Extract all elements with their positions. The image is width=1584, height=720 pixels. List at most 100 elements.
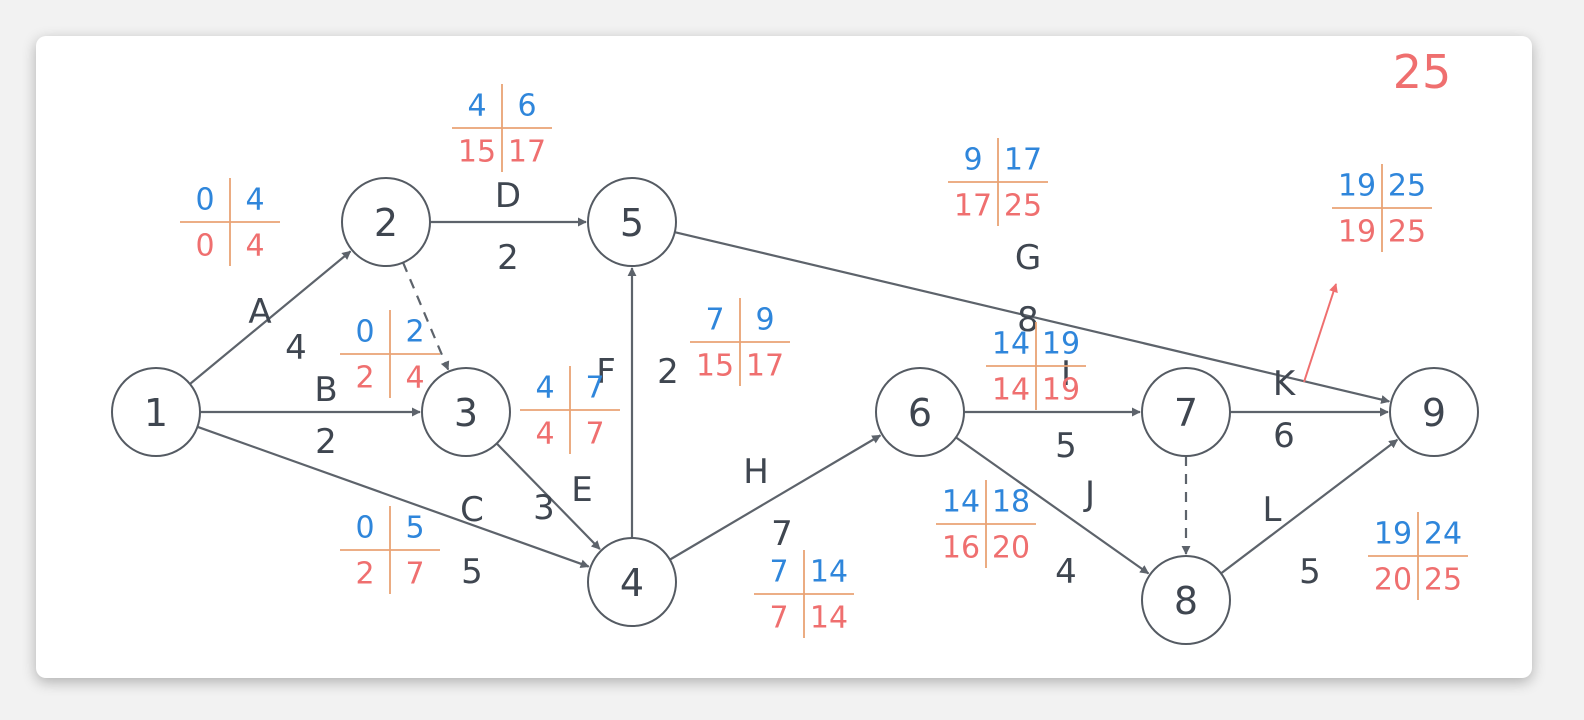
time-table-C-ef: 5 [405,511,424,546]
time-table-C-es: 0 [355,511,374,546]
time-table-L: 19 24 20 25 [1368,512,1468,600]
edge-duration-H: 7 [771,514,793,554]
edge-A [189,250,352,385]
time-table-L-ls: 20 [1374,563,1412,598]
time-table-H-es: 7 [769,555,788,590]
node-2: 2 [341,177,431,267]
node-circle-4 [587,537,677,627]
time-table-I-ls: 14 [992,373,1030,408]
edge-duration-C: 5 [461,552,483,592]
node-label-6: 6 [908,391,932,435]
time-table-K: 19 25 19 25 [1332,164,1432,252]
time-table-J-lf: 20 [992,531,1030,566]
time-table-C-lf: 7 [405,557,424,592]
time-table-I-lf: 19 [1042,373,1080,408]
time-table-L-es: 19 [1374,517,1412,552]
time-table-A-ef: 4 [245,183,264,218]
edge-name-E: E [571,470,592,510]
dummy-edge-2-3 [402,262,450,371]
edge-H [669,434,882,561]
edge-duration-K: 6 [1273,416,1295,456]
time-table-B-ef: 2 [405,315,424,350]
time-table-J-es: 14 [942,485,980,520]
node-circle-6 [875,367,965,457]
edge-name-H: H [743,452,769,492]
edge-name-F: F [596,352,616,392]
edge-duration-J: 4 [1055,552,1077,592]
time-table-J-ls: 16 [942,531,980,566]
edge-name-D: D [495,176,521,216]
total-duration: 25 [1393,45,1452,99]
time-table-I-ef: 19 [1042,327,1080,362]
node-circle-7 [1141,367,1231,457]
edge-duration-A: 4 [285,328,307,368]
edge-duration-E: 3 [533,488,555,528]
time-table-D-ls: 15 [458,135,496,170]
time-table-F-ls: 15 [696,349,734,384]
node-label-2: 2 [374,201,398,245]
time-table-C-ls: 2 [355,557,374,592]
node-label-7: 7 [1174,391,1198,435]
time-table-E-ls: 4 [535,417,554,452]
edge-duration-G: 8 [1017,300,1039,340]
edge-name-B: B [314,370,337,410]
node-label-5: 5 [620,201,644,245]
time-table-K-ef: 25 [1388,169,1426,204]
time-table-G-lf: 25 [1004,189,1042,224]
node-5: 5 [587,177,677,267]
edge-duration-L: 5 [1299,552,1321,592]
time-table-B-es: 0 [355,315,374,350]
node-3: 3 [421,367,511,457]
time-table-E-es: 4 [535,371,554,406]
node-circle-3 [421,367,511,457]
time-table-L-lf: 25 [1424,563,1462,598]
node-circle-5 [587,177,677,267]
node-4: 4 [587,537,677,627]
node-label-4: 4 [620,561,644,605]
time-table-F-ef: 9 [755,303,774,338]
time-table-L-ef: 24 [1424,517,1462,552]
node-1: 1 [111,367,201,457]
edge-name-A: A [248,292,271,332]
edge-name-C: C [460,490,484,530]
time-table-K-es: 19 [1338,169,1376,204]
node-9: 9 [1389,367,1479,457]
node-circle-8 [1141,555,1231,645]
time-table-K-lf: 25 [1388,215,1426,250]
edge-duration-I: 5 [1055,426,1077,466]
edge-duration-F: 2 [657,352,679,392]
node-label-9: 9 [1422,391,1446,435]
edge-J [955,436,1150,575]
time-table-F-lf: 17 [746,349,784,384]
node-label-8: 8 [1174,579,1198,623]
time-table-K-ls: 19 [1338,215,1376,250]
edge-duration-B: 2 [315,422,337,462]
edge-duration-D: 2 [497,238,519,278]
edge-C [197,425,590,569]
time-table-D-ef: 6 [517,89,536,124]
time-table-G-es: 9 [963,143,982,178]
edge-G [674,231,1391,404]
node-label-1: 1 [144,391,168,435]
time-table-G-ef: 17 [1004,143,1042,178]
edge-E [495,442,601,550]
time-table-A-es: 0 [195,183,214,218]
time-table-D-es: 4 [467,89,486,124]
node-6: 6 [875,367,965,457]
time-table-B-ls: 2 [355,361,374,396]
time-table-H-lf: 14 [810,601,848,636]
time-table-B-lf: 4 [405,361,424,396]
time-table-H-ef: 14 [810,555,848,590]
critical-path-pointer [1303,283,1338,383]
edge-name-I: I [1061,354,1071,394]
time-table-E-ef: 7 [585,371,604,406]
